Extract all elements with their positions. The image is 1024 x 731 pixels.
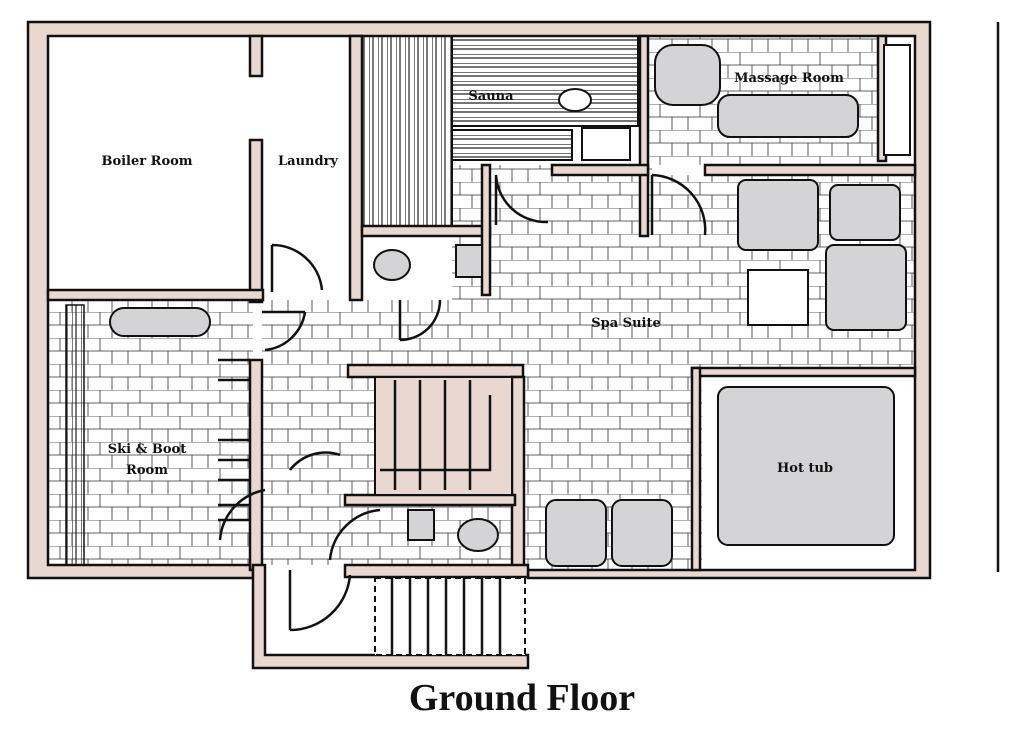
entrance-steps: [374, 577, 526, 656]
label-spa-suite: Spa Suite: [591, 316, 660, 331]
label-massage-room: Massage Room: [734, 71, 844, 86]
sauna-stove: [581, 127, 631, 161]
ski-racks: [218, 358, 250, 522]
furniture: [65, 44, 911, 567]
sink: [407, 509, 435, 541]
bench: [109, 307, 211, 337]
doors: [218, 173, 707, 632]
boot-rack: [65, 304, 85, 566]
sauna-bucket: [558, 88, 592, 112]
label-ski-boot-room-1: Ski & Boot: [108, 442, 186, 457]
toilet: [457, 518, 499, 552]
internal-staircase: [374, 376, 513, 496]
label-ski-boot-room-2: Room: [126, 463, 168, 478]
shower-tray: [611, 499, 673, 567]
massage-chair: [654, 44, 721, 106]
label-sauna: Sauna: [468, 89, 514, 104]
label-hot-tub: Hot tub: [777, 461, 833, 476]
hot-tub: [717, 386, 895, 546]
vanity: [883, 44, 911, 156]
massage-table: [717, 94, 859, 138]
coffee-table: [747, 269, 809, 326]
shower-tray: [545, 499, 607, 567]
armchair: [737, 179, 819, 251]
label-laundry: Laundry: [278, 154, 338, 169]
sauna-benches: [361, 35, 639, 227]
walls: [26, 20, 932, 670]
toilet: [373, 249, 411, 281]
label-boiler-room: Boiler Room: [101, 154, 192, 169]
floor-title: Ground Floor: [409, 677, 635, 719]
cushions: [829, 184, 901, 241]
armchair: [825, 244, 907, 331]
sink: [455, 244, 483, 278]
